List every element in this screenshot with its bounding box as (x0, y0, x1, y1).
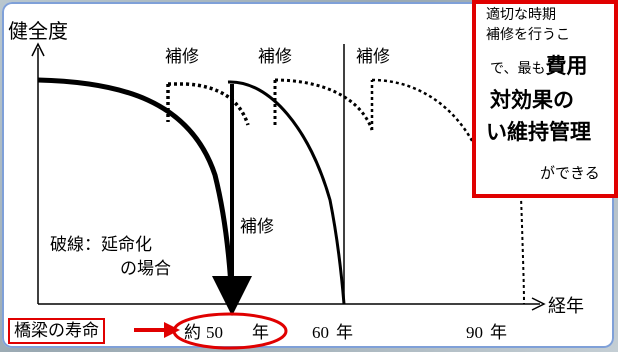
repair-label-4: 補修 (240, 217, 274, 237)
tick-90-unit: 年 (490, 323, 507, 343)
curve-no-repair (37, 77, 235, 305)
repair-label-1: 補修 (165, 47, 199, 67)
red-pointer-arrowhead (164, 322, 180, 338)
dashed-segment-1 (166, 82, 250, 126)
callout-line-2: 補修を行うこ (486, 27, 570, 43)
callout-line-5: い維持管理 (486, 120, 591, 144)
callout-line-6: ができる (540, 164, 600, 182)
repair-label-3: 補修 (356, 47, 390, 67)
tick-60-number: 60 (312, 323, 329, 342)
dashed-segment-3 (370, 78, 487, 171)
callout-line-3: で、最も費用 (490, 50, 587, 80)
bridge-lifespan-label: 橋梁の寿命 (8, 318, 105, 344)
y-axis-arrowhead (31, 42, 45, 57)
y-axis-label: 健全度 (8, 19, 68, 43)
tick-50-number: 50 (206, 323, 223, 342)
dashed-segment-2 (273, 78, 374, 131)
x-axis-arrowhead (531, 297, 546, 311)
dashed-note-line-2: の場合 (120, 259, 171, 279)
tick-90-number: 90 (466, 323, 483, 342)
callout-line-1: 適切な時期 (486, 7, 556, 23)
tick-50-unit: 年 (252, 323, 269, 343)
callout-line-3-bold: 費用 (545, 54, 588, 78)
tick-60-unit: 年 (336, 323, 353, 343)
curve-one-repair (227, 80, 346, 305)
highlight-ellipse-50 (172, 312, 288, 350)
callout-box: 適切な時期 補修を行うこ で、最も費用 対効果の い維持管理 ができる (472, 0, 618, 198)
x-axis-label: 経年 (548, 296, 584, 317)
tick-50-prefix: 約 (184, 323, 201, 343)
callout-line-3-prefix: で、最も (490, 61, 546, 77)
dashed-note-line-1: 破線：延命化 (50, 235, 152, 255)
repair-label-2: 補修 (258, 47, 292, 67)
callout-line-4: 対効果の (490, 88, 574, 112)
